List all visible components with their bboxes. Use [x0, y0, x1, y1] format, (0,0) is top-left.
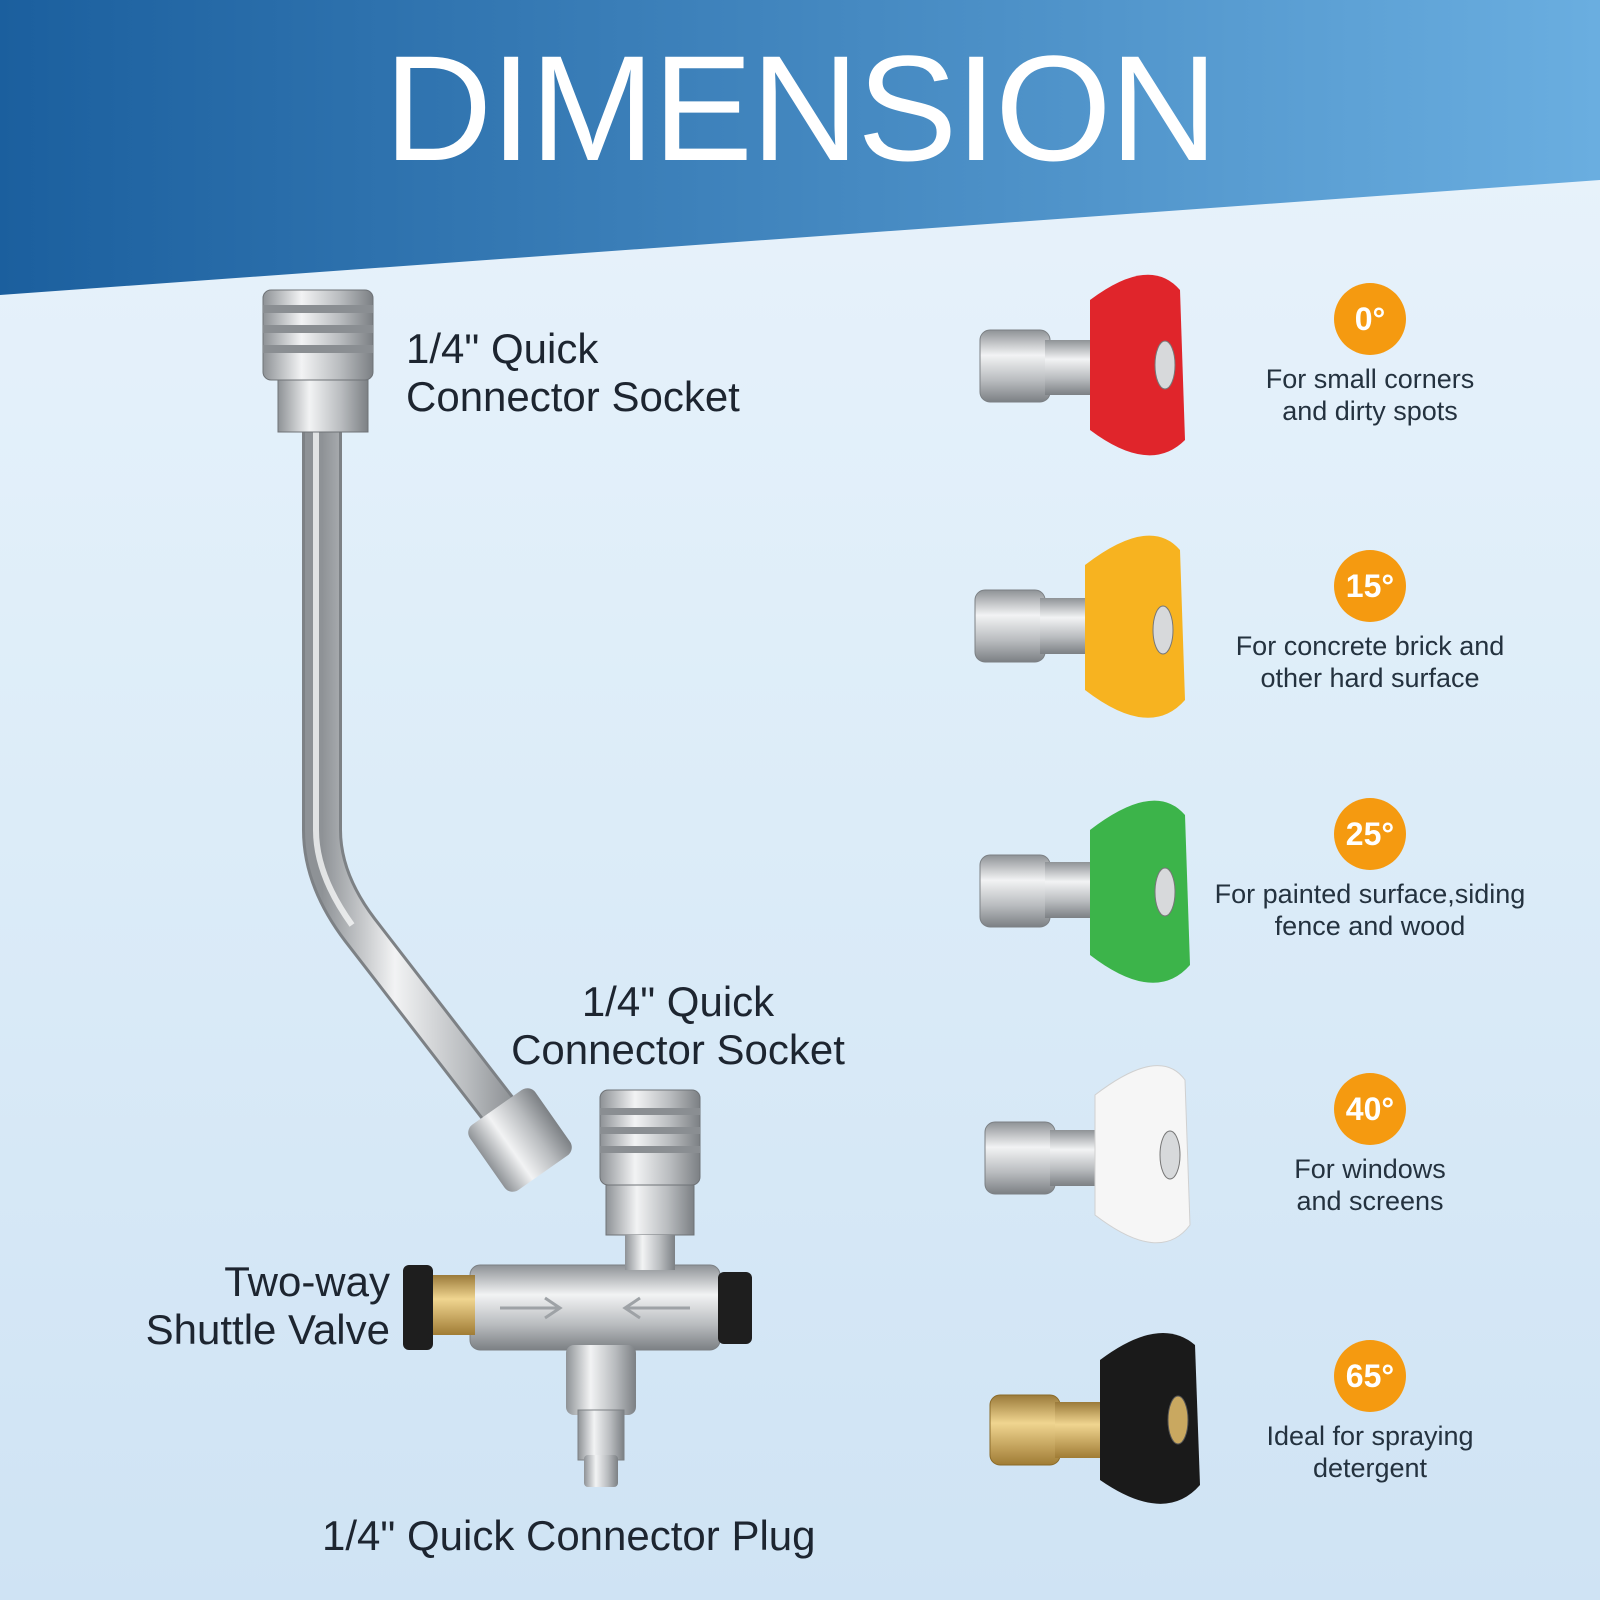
valve-label: Two-way Shuttle Valve: [80, 1258, 390, 1354]
nozzle-desc-25: For painted surface,siding fence and woo…: [1190, 878, 1550, 942]
nozzle-desc-15-line1: For concrete brick and: [1235, 631, 1505, 661]
mid-socket-label-line2: Connector Socket: [511, 1026, 845, 1073]
angle-badge-40: 40°: [1334, 1073, 1406, 1145]
angle-badge-0: 0°: [1334, 283, 1406, 355]
nozzle-desc-40-line1: For windows: [1294, 1154, 1446, 1184]
nozzle-green: [979, 800, 1190, 983]
nozzle-desc-40-line2: and screens: [1296, 1186, 1444, 1216]
nozzle-desc-40: For windows and screens: [1190, 1153, 1550, 1217]
top-socket-label-line2: Connector Socket: [406, 373, 740, 420]
angle-badge-25: 25°: [1334, 798, 1406, 870]
wand: [262, 289, 752, 1487]
nozzle-desc-15: For concrete brick and other hard surfac…: [1190, 630, 1550, 694]
nozzle-desc-65: Ideal for spraying detergent: [1190, 1420, 1550, 1484]
header-banner: [0, 0, 1600, 300]
nozzle-desc-65-line2: detergent: [1312, 1453, 1428, 1483]
valve-label-line1: Two-way: [224, 1258, 390, 1305]
valve-label-line2: Shuttle Valve: [145, 1306, 390, 1353]
nozzle-white: [984, 1065, 1191, 1244]
page-title: DIMENSION: [383, 24, 1218, 192]
angle-badge-65: 65°: [1334, 1340, 1406, 1412]
shuttle-valve: [403, 1088, 752, 1487]
mid-socket-label: 1/4" Quick Connector Socket: [488, 978, 868, 1074]
angle-badge-15: 15°: [1334, 550, 1406, 622]
nozzle-desc-15-line2: other hard surface: [1260, 663, 1480, 693]
nozzle-red: [979, 274, 1185, 456]
top-socket-label: 1/4" Quick Connector Socket: [406, 325, 740, 421]
mid-socket-label-line1: 1/4" Quick: [581, 978, 775, 1025]
nozzle-desc-25-line1: For painted surface,siding: [1214, 879, 1526, 909]
top-socket-label-line1: 1/4" Quick: [406, 325, 599, 372]
top-socket: [262, 289, 374, 433]
nozzle-desc-0-line2: and dirty spots: [1282, 396, 1458, 426]
nozzle-desc-0: For small corners and dirty spots: [1190, 363, 1550, 427]
plug-label: 1/4" Quick Connector Plug: [322, 1512, 816, 1559]
nozzle-desc-0-line1: For small corners: [1265, 364, 1475, 394]
nozzle-desc-65-line1: Ideal for spraying: [1266, 1421, 1474, 1451]
nozzle-yellow: [974, 535, 1185, 718]
nozzle-black: [989, 1333, 1200, 1504]
banner-background: [0, 0, 1600, 295]
nozzle-desc-25-line2: fence and wood: [1274, 911, 1466, 941]
